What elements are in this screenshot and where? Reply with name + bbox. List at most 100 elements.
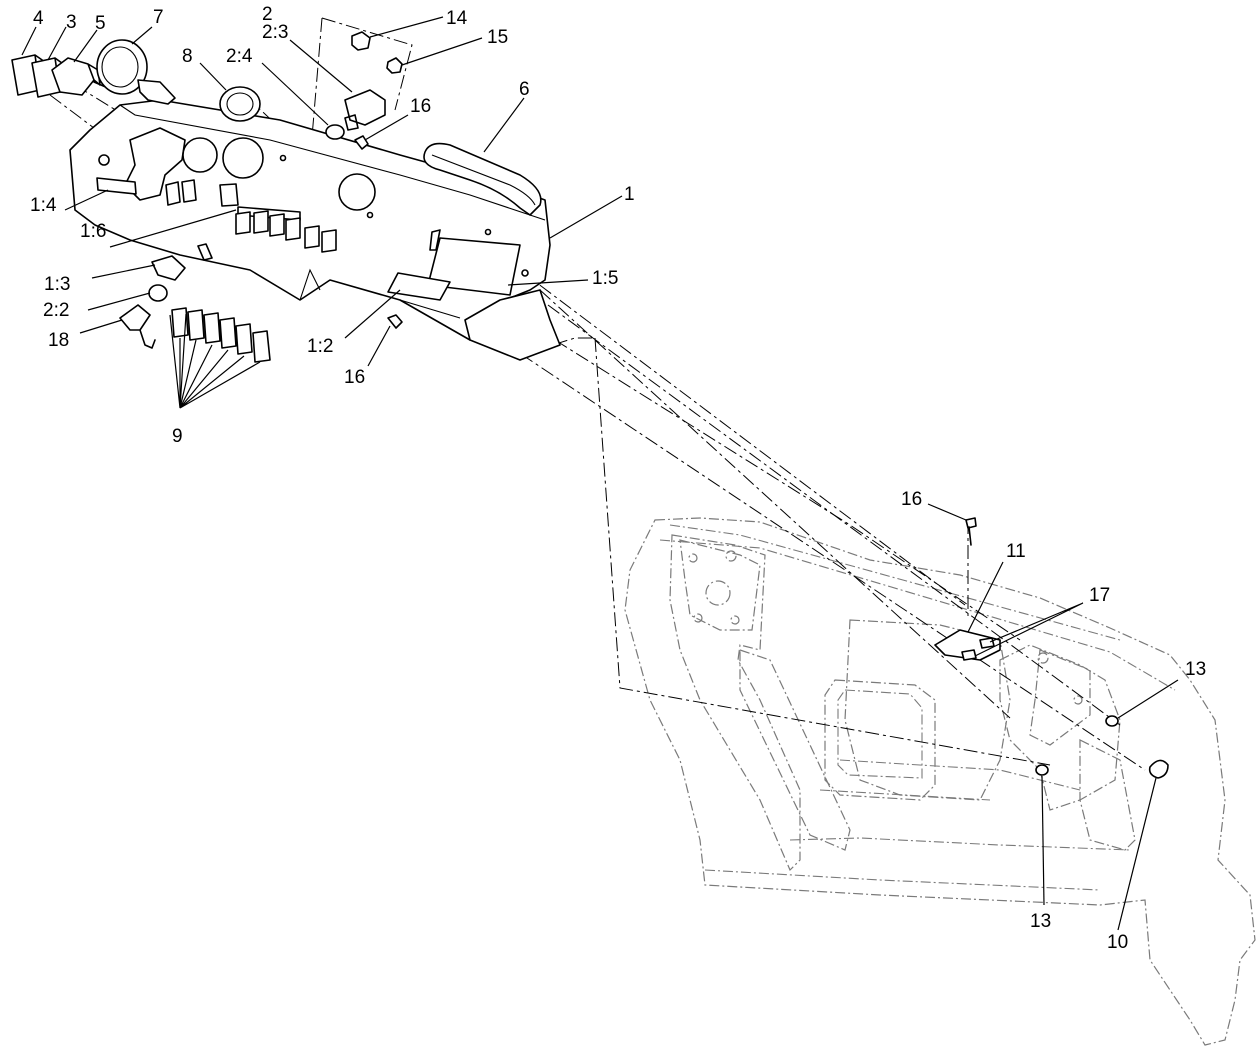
callout-1: 1 <box>624 184 635 205</box>
callout-1-3: 1:3 <box>44 274 70 295</box>
frame-center-box-inner <box>837 689 923 779</box>
phantom-line-1 <box>594 337 1051 766</box>
phantom-line-8 <box>321 17 413 111</box>
washer-2-4 <box>325 124 345 140</box>
panel-hole-e <box>521 269 529 277</box>
key-slot-1-3 <box>197 243 213 261</box>
callout-2-3: 2:3 <box>262 22 288 43</box>
frame-hole-f <box>1073 695 1083 705</box>
callout-7: 7 <box>153 7 164 28</box>
frame-hole-b <box>688 553 698 563</box>
fitting-14 <box>351 31 371 51</box>
callout-2: 2 <box>262 4 273 25</box>
frame-left-plate <box>669 534 801 872</box>
panel-hole-a <box>98 154 110 166</box>
gauge-hole-b <box>222 137 264 179</box>
phantom-line-5 <box>499 339 1146 771</box>
callout-1-5: 1:5 <box>592 268 618 289</box>
switch-set-9 <box>171 307 271 363</box>
bracket-11 <box>934 629 1001 661</box>
leader-8 <box>199 62 227 91</box>
grab-handle-edge <box>431 154 536 206</box>
frame-left-bracket <box>679 539 761 631</box>
leader-13-upper <box>1117 679 1179 719</box>
screw-16-lower <box>387 314 403 329</box>
frame-upper-edge <box>659 524 1176 691</box>
plug-15 <box>386 57 403 74</box>
leader-16-upper <box>364 114 409 141</box>
leader-1-6 <box>109 209 237 248</box>
leader-1-2 <box>344 289 401 339</box>
frame-hole-a <box>725 550 737 562</box>
callout-8: 8 <box>182 46 193 67</box>
ignition-key-18 <box>119 304 156 349</box>
frame-floor-rail <box>819 759 1081 801</box>
frame-ghost <box>624 517 1256 1046</box>
dash-panel-lower-flange <box>464 289 561 361</box>
callout-1-2: 1:2 <box>307 336 333 357</box>
panel-slot <box>429 229 441 251</box>
grommet-inner <box>226 92 254 116</box>
plug-10 <box>1148 759 1169 779</box>
callout-16-lower: 16 <box>344 367 365 388</box>
screw-16-upper <box>354 135 369 150</box>
leader-18 <box>79 319 123 334</box>
frame-right-bracket <box>1029 649 1091 746</box>
callout-10: 10 <box>1107 932 1128 953</box>
leader-2-3 <box>289 39 353 93</box>
callout-16-frame: 16 <box>901 489 922 510</box>
callout-9: 9 <box>172 426 183 447</box>
callout-14: 14 <box>446 8 468 29</box>
callout-4: 4 <box>33 8 44 29</box>
leader-2-2 <box>87 292 151 311</box>
callout-18: 18 <box>48 330 69 351</box>
bolt-16-frame <box>965 517 977 546</box>
leader-9 <box>169 313 261 409</box>
frame-hole-e <box>1037 652 1049 664</box>
switch-opening-a <box>165 179 197 206</box>
leader-6 <box>483 97 525 153</box>
leader-17 <box>974 602 1084 657</box>
phantom-line-6 <box>554 339 1021 641</box>
grommet-8 <box>219 86 261 122</box>
frame-bore <box>705 580 731 606</box>
panel-hole-b <box>279 154 287 162</box>
leader-11 <box>967 561 1004 633</box>
callout-11: 11 <box>1006 541 1026 562</box>
nut-13-upper <box>1105 715 1119 727</box>
phantom-line-3 <box>539 289 1011 719</box>
dash-panel-fold <box>299 268 461 319</box>
grab-handle <box>423 142 542 216</box>
panel-hole-d <box>484 228 492 236</box>
decal-1-2 <box>387 272 451 301</box>
gauge-hole-a <box>182 137 218 173</box>
panel-hole-c <box>366 211 374 219</box>
decal-1-5 <box>427 237 521 296</box>
frame-outline <box>624 517 1256 1046</box>
callout-labels: 4 3 5 7 2 2:3 14 15 8 2:4 16 6 1 1:4 1:6… <box>30 4 1206 953</box>
ignition-switch-2-3 <box>344 89 386 131</box>
leader-5 <box>73 29 98 63</box>
leader-13-lower <box>1041 775 1045 906</box>
switch-opening-b <box>219 183 239 207</box>
callout-5: 5 <box>95 13 106 34</box>
clip-17-b <box>961 649 977 661</box>
callout-13-lower: 13 <box>1030 911 1051 932</box>
leader-15 <box>401 37 483 66</box>
frame-right-plate <box>999 644 1121 811</box>
callout-17: 17 <box>1089 585 1110 606</box>
grommet-outer <box>219 86 261 122</box>
leader-7 <box>131 26 153 45</box>
leader-16-frame <box>927 503 967 521</box>
nut-2-2 <box>148 284 168 302</box>
frame-hole-c <box>693 613 703 623</box>
frame-bottom-edge <box>704 837 1131 891</box>
callout-2-2: 2:2 <box>43 300 69 321</box>
dash-panel <box>69 99 561 361</box>
callout-1-4: 1:4 <box>30 195 57 216</box>
leader-2-4 <box>261 62 329 126</box>
callout-15: 15 <box>487 27 508 48</box>
leader-1-3 <box>91 264 156 279</box>
